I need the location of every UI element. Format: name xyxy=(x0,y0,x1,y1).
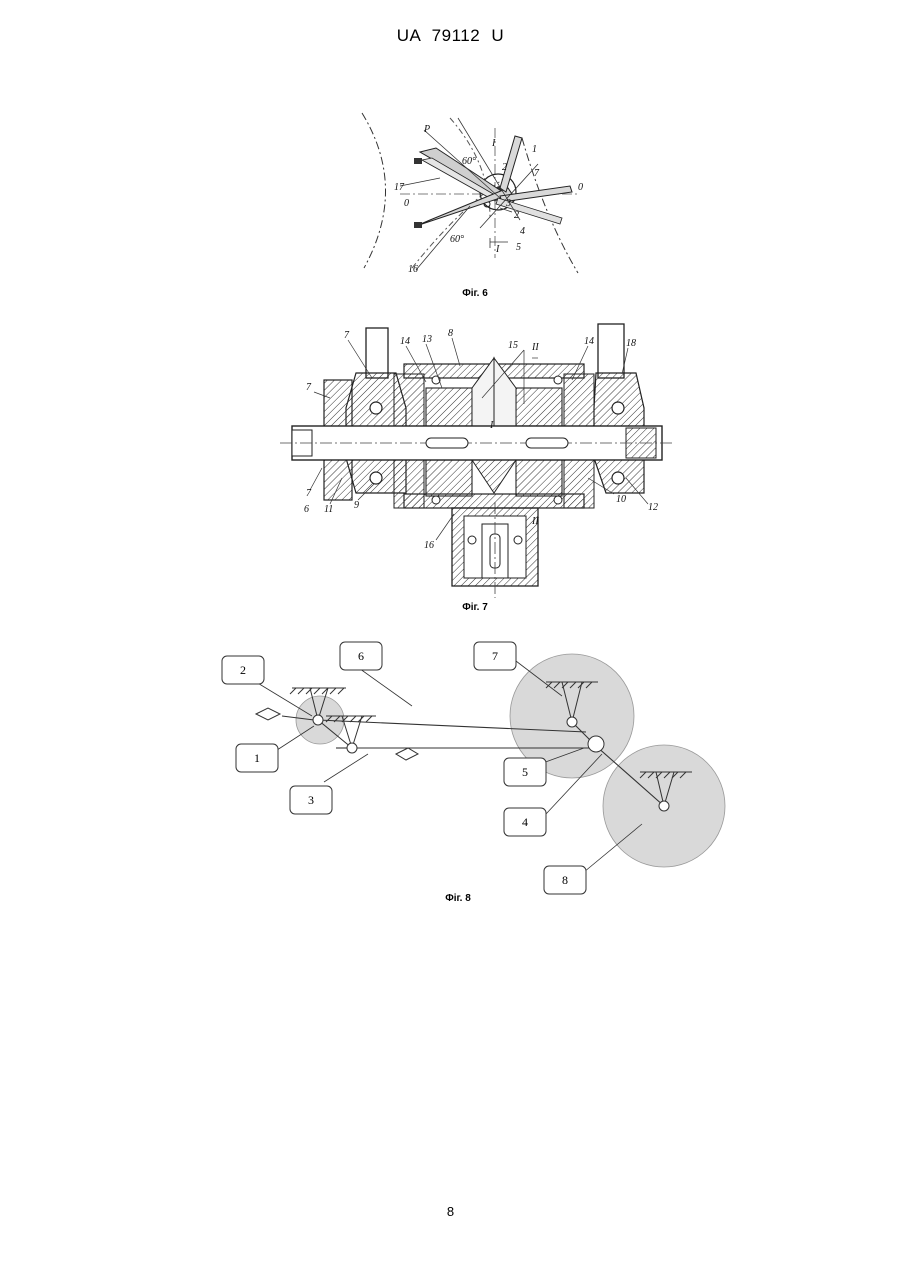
fig6-label: 4 xyxy=(520,226,525,237)
callout-5: 5 xyxy=(504,758,546,786)
fig7-label: II xyxy=(531,516,539,527)
fig7-label: 10 xyxy=(616,494,626,505)
fig6-label: 17 xyxy=(394,182,405,193)
fig6-label: P xyxy=(423,124,430,135)
fig6-label: 0 xyxy=(404,198,409,209)
fig6-label: 0 xyxy=(578,182,583,193)
callout-8: 8 xyxy=(544,866,586,894)
callout-7: 7 xyxy=(474,642,516,670)
fig7-label: 18 xyxy=(626,338,636,349)
fig6-label: 1 xyxy=(532,144,537,155)
callout-6-label: 6 xyxy=(358,649,364,663)
fig6-label: 5 xyxy=(516,242,521,253)
figure-8-diagram: 2 6 7 1 3 5 4 8 xyxy=(212,636,732,896)
fig6-label: I xyxy=(491,138,496,149)
page-number: 8 xyxy=(0,1204,901,1219)
fig7-label: 9 xyxy=(354,500,359,511)
callout-2: 2 xyxy=(222,656,264,684)
fig7-label: 7 xyxy=(344,330,350,341)
figure-7-drawing: 7 8 14 13 15 II 14 18 7 I 7 6 11 9 10 12… xyxy=(276,318,676,600)
fig6-label: 2 xyxy=(502,162,507,173)
fig7-label: 15 xyxy=(508,340,518,351)
callout-3-label: 3 xyxy=(308,793,314,807)
callout-4: 4 xyxy=(504,808,546,836)
fig7-label: 14 xyxy=(400,336,410,347)
fig6-label: 16 xyxy=(408,264,418,275)
callout-4-label: 4 xyxy=(522,815,528,829)
fig7-label: I xyxy=(489,420,494,431)
fig7-label: 11 xyxy=(324,504,333,515)
figure-7-caption: Фіг. 7 xyxy=(415,602,535,613)
callout-1: 1 xyxy=(236,744,278,772)
callout-1-label: 1 xyxy=(254,751,260,765)
callout-3: 3 xyxy=(290,786,332,814)
callout-2-label: 2 xyxy=(240,663,246,677)
fig7-label: 12 xyxy=(648,502,658,513)
figure-6-drawing: P 60° 1 2 7 0 17 0 2 3 60° 4 5 I 16 I xyxy=(340,108,590,280)
fig7-label: II xyxy=(531,342,539,353)
callout-8-label: 8 xyxy=(562,873,568,887)
fig7-label: 14 xyxy=(584,336,594,347)
fig6-label: 60° xyxy=(450,234,464,245)
callout-7-label: 7 xyxy=(492,649,498,663)
patent-number-header: UA 79112 U xyxy=(0,26,901,46)
figure-6-caption: Фіг. 6 xyxy=(415,288,535,299)
fig7-label: 7 xyxy=(306,382,312,393)
callout-5-label: 5 xyxy=(522,765,528,779)
fig6-label: 2 xyxy=(514,210,519,221)
fig6-label: 60° xyxy=(462,156,476,167)
callout-6: 6 xyxy=(340,642,382,670)
fig6-label: 3 xyxy=(505,198,511,209)
fig7-label: 8 xyxy=(448,328,453,339)
fig7-label: 7 xyxy=(306,488,312,499)
fig7-label: 13 xyxy=(422,334,432,345)
fig6-label: I xyxy=(495,244,500,255)
fig7-label: 16 xyxy=(424,540,434,551)
fig7-label: 6 xyxy=(304,504,309,515)
fig6-label: 7 xyxy=(534,168,540,179)
figure-8-caption: Фіг. 8 xyxy=(398,893,518,904)
